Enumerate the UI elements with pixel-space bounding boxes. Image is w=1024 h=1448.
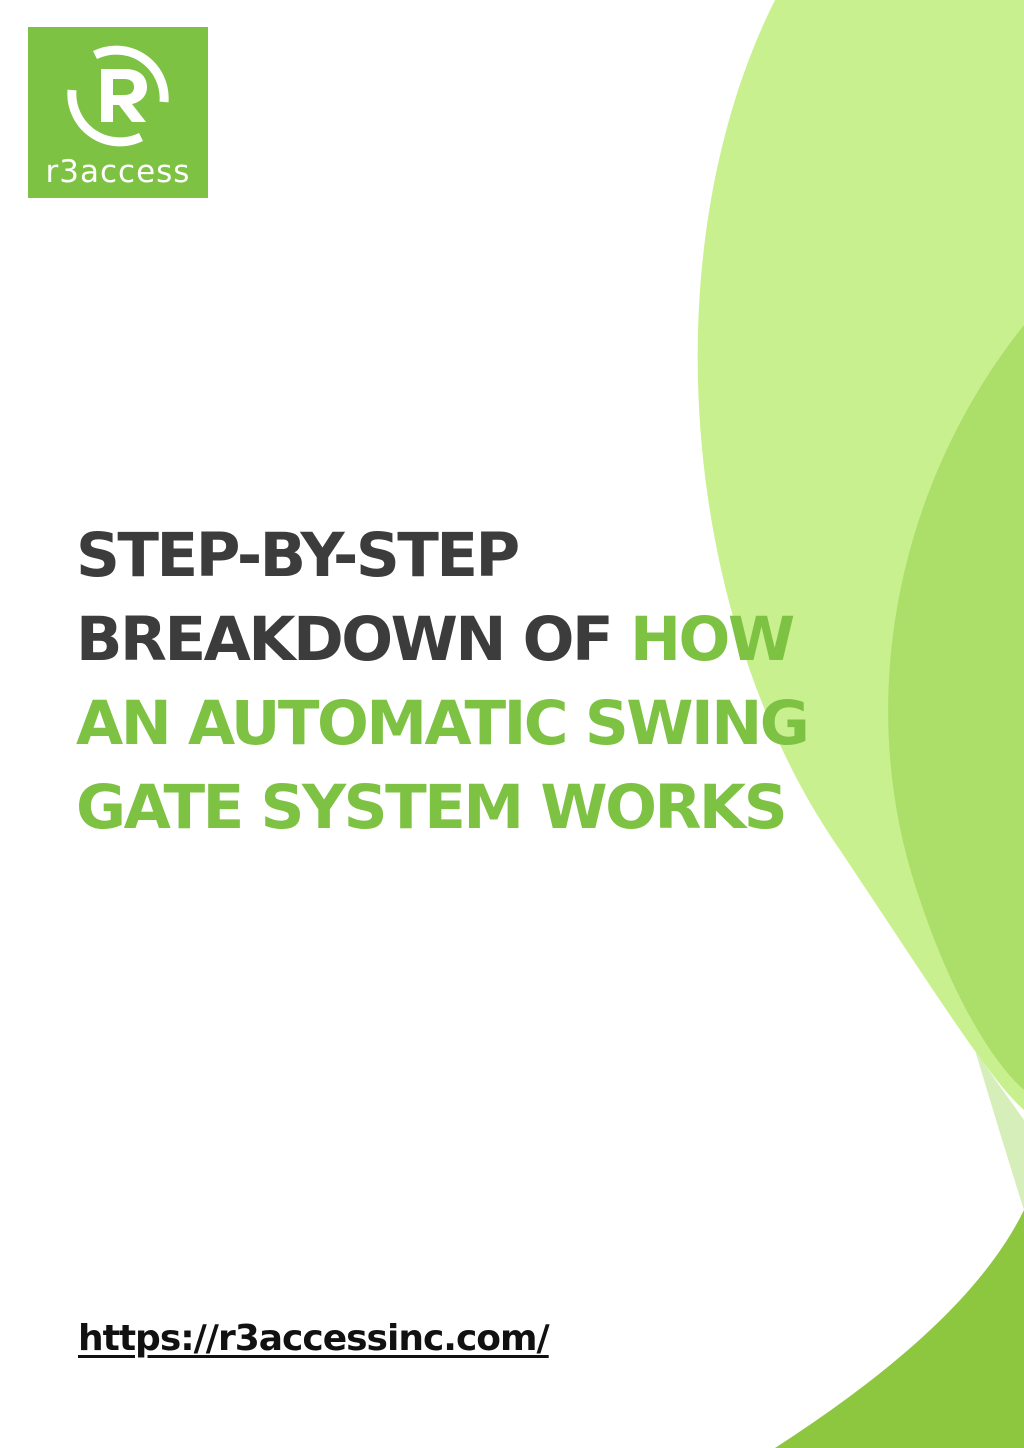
logo-wordmark: r3access	[45, 154, 191, 190]
title-line-3: AN AUTOMATIC SWING	[76, 688, 810, 759]
title-line-2-accent: HOW	[629, 604, 795, 675]
title-line-4: GATE SYSTEM WORKS	[76, 772, 788, 843]
r3-monogram-icon	[67, 45, 169, 147]
title-line-2: BREAKDOWN OF HOW	[76, 598, 896, 682]
mid-green-wave	[888, 325, 1024, 1090]
title-line-2-dark: BREAKDOWN OF	[76, 604, 630, 675]
brand-logo[interactable]: r3access	[28, 27, 208, 198]
pale-green-sliver	[975, 1050, 1024, 1210]
page-title: STEP-BY-STEP BREAKDOWN OF HOW AN AUTOMAT…	[76, 514, 896, 850]
title-line-1: STEP-BY-STEP	[76, 520, 520, 591]
dark-green-wave	[775, 1210, 1024, 1448]
website-link[interactable]: https://r3accessinc.com/	[78, 1318, 550, 1359]
